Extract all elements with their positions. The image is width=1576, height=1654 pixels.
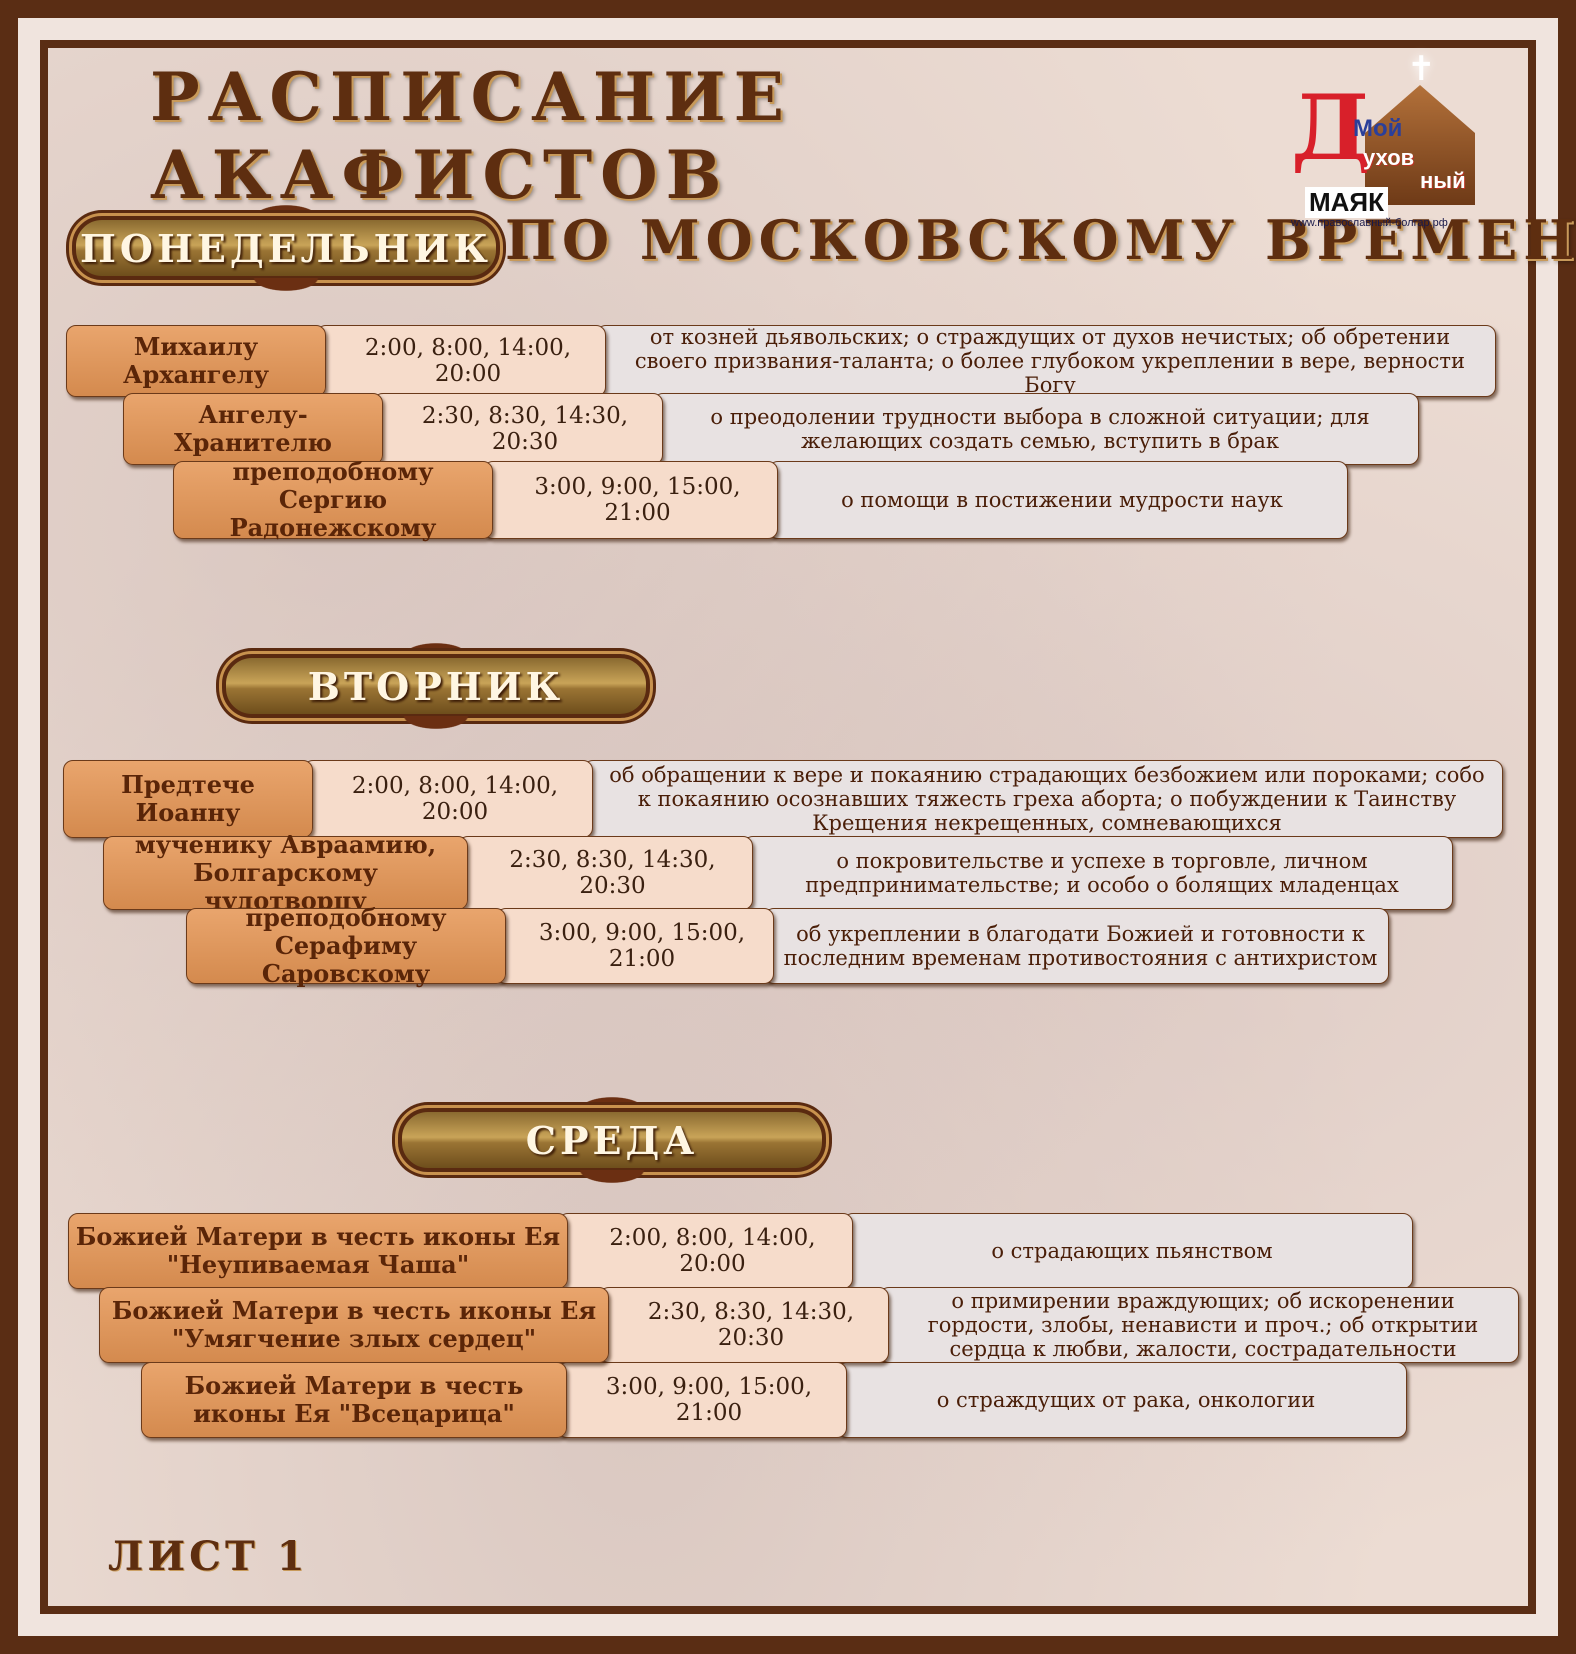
akathist-times: 3:00, 9:00, 15:00, 21:00 (483, 461, 778, 539)
schedule-row: Божией Матери в честь иконы Ея "Всецариц… (141, 1362, 1407, 1438)
page-subtitle: по московскому времени (505, 208, 1576, 272)
logo-line-4: МАЯК (1305, 187, 1388, 218)
akathist-description: о покровительстве и успехе в торговле, л… (743, 836, 1453, 910)
akathist-name: преподобному Серафиму Саровскому (186, 904, 506, 988)
akathist-name: Божией Матери в честь иконы Ея "Неупивае… (68, 1213, 568, 1289)
akathist-times: 2:00, 8:00, 14:00, 20:00 (316, 325, 606, 397)
akathist-description: о примирении враждующих; об искоренении … (879, 1287, 1519, 1363)
akathist-name: Божией Матери в честь иконы Ея "Умягчени… (99, 1287, 609, 1363)
sheet-number: Лист 1 (108, 1533, 309, 1580)
schedule-row: Предтече Иоанну 2:00, 8:00, 14:00, 20:00… (63, 760, 1503, 838)
akathist-description: от козней дьявольских; о страждущих от д… (596, 325, 1496, 397)
logo-url: www.православный-болгар.рф (1291, 217, 1448, 229)
day-plaque-wednesday: Среда (398, 1088, 826, 1192)
akathist-name: Михаилу Архангелу (66, 325, 326, 397)
ornament-icon (381, 716, 491, 738)
day-plaque-monday: Понедельник (72, 196, 500, 300)
schedule-row: Божией Матери в честь иконы Ея "Умягчени… (99, 1287, 1519, 1363)
logo-big-letter: Д (1291, 75, 1372, 181)
day-plaque-body: Среда (398, 1108, 826, 1172)
akathist-name: Ангелу-Хранителю (123, 393, 383, 465)
akathist-times: 2:00, 8:00, 14:00, 20:00 (558, 1213, 853, 1289)
ornament-icon (231, 278, 341, 300)
akathist-description: о преодолении трудности выбора в сложной… (653, 393, 1419, 465)
akathist-name: Божией Матери в честь иконы Ея "Всецариц… (141, 1362, 567, 1438)
akathist-description: о помощи в постижении мудрости наук (768, 461, 1348, 539)
akathist-times: 3:00, 9:00, 15:00, 21:00 (496, 908, 774, 984)
akathist-description: о страдающих пьянством (843, 1213, 1413, 1289)
akathist-times: 2:00, 8:00, 14:00, 20:00 (303, 760, 593, 838)
logo-line-3: ный (1420, 168, 1466, 193)
akathist-description: о страждущих от рака, онкологии (837, 1362, 1407, 1438)
ornament-icon (231, 196, 341, 218)
akathist-times: 2:30, 8:30, 14:30, 20:30 (458, 836, 753, 910)
site-logo[interactable]: ✝ Д Мой ухов ный МАЯК www.православный-б… (1285, 45, 1490, 235)
day-plaque-body: Понедельник (72, 216, 500, 280)
akathist-name: мученику Авраамию, Болгарскому чудотворц… (103, 831, 468, 915)
akathist-times: 2:30, 8:30, 14:30, 20:30 (599, 1287, 889, 1363)
schedule-row: Ангелу-Хранителю 2:30, 8:30, 14:30, 20:3… (123, 393, 1419, 465)
day-label: Среда (525, 1117, 699, 1163)
logo-line-1: Мой (1353, 115, 1403, 142)
page-title: Расписание Акафистов (150, 58, 792, 214)
ornament-icon (557, 1088, 667, 1110)
schedule-row: преподобному Серафиму Саровскому 3:00, 9… (186, 904, 1389, 988)
schedule-row: преподобному Сергию Радонежскому 3:00, 9… (173, 458, 1348, 542)
day-plaque-body: Вторник (222, 654, 650, 718)
schedule-row: мученику Авраамию, Болгарскому чудотворц… (103, 831, 1453, 915)
logo-line-2: ухов (1363, 145, 1415, 170)
akathist-times: 3:00, 9:00, 15:00, 21:00 (557, 1362, 847, 1438)
ornament-icon (557, 1170, 667, 1192)
cross-icon: ✝ (1407, 49, 1436, 89)
ornament-icon (381, 634, 491, 656)
schedule-row: Михаилу Архангелу 2:00, 8:00, 14:00, 20:… (66, 325, 1496, 397)
akathist-description: об обращении к вере и покаянию страдающи… (583, 760, 1503, 838)
day-plaque-tuesday: Вторник (222, 634, 650, 738)
akathist-description: об укреплении в благодати Божией и готов… (764, 908, 1389, 984)
akathist-name: Предтече Иоанну (63, 760, 313, 838)
schedule-row: Божией Матери в честь иконы Ея "Неупивае… (68, 1213, 1413, 1289)
day-label: Понедельник (80, 225, 492, 271)
akathist-name: преподобному Сергию Радонежскому (173, 458, 493, 542)
day-label: Вторник (307, 663, 565, 709)
akathist-times: 2:30, 8:30, 14:30, 20:30 (373, 393, 663, 465)
